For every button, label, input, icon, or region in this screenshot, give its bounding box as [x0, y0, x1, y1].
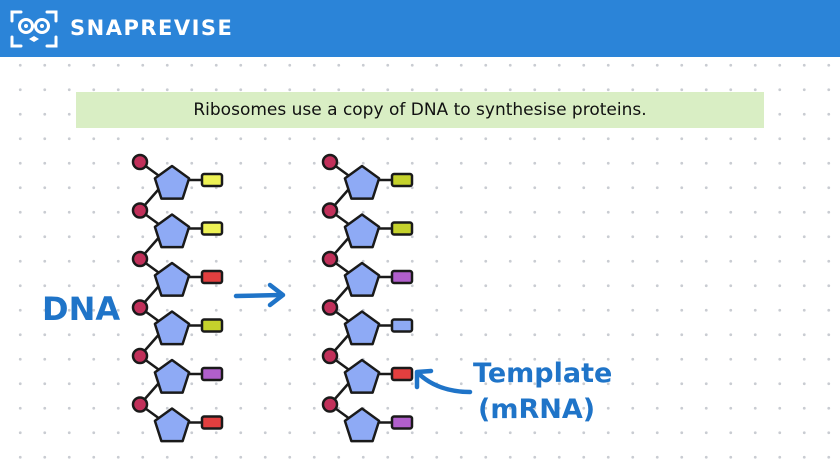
dna-phosphate	[131, 347, 149, 365]
template-nucleotide	[321, 347, 414, 406]
template-nucleotide	[321, 299, 414, 358]
mrna-label: (mRNA)	[478, 394, 595, 425]
dna-phosphate	[131, 202, 149, 219]
dna-nucleotide	[131, 396, 224, 443]
dna-base-yellow	[200, 221, 224, 236]
template-sugar	[343, 261, 381, 297]
header-bar: SNAPREVISE	[0, 0, 840, 57]
template-base-red	[390, 366, 414, 382]
template-phosphate	[321, 250, 339, 268]
template-nucleotide	[321, 153, 414, 212]
dna-strand	[131, 153, 224, 443]
template-nucleotide	[321, 250, 414, 309]
template-sugar	[343, 213, 381, 249]
template-phosphate	[321, 202, 339, 219]
dna-phosphate	[131, 299, 149, 316]
template-base-olive	[390, 172, 414, 188]
template-base-olive	[390, 221, 414, 236]
template-phosphate	[321, 396, 339, 413]
dna-sugar	[153, 310, 191, 346]
template-sugar	[343, 407, 381, 443]
caption-text: Ribosomes use a copy of DNA to synthesis…	[193, 100, 647, 120]
dna-phosphate	[131, 250, 149, 268]
template-sugar	[343, 358, 381, 394]
template-sugar	[343, 164, 381, 200]
template-nucleotide	[321, 396, 414, 443]
dna-label: DNA	[42, 290, 120, 328]
template-phosphate	[321, 299, 339, 316]
template-base-purple	[390, 269, 414, 285]
template-base-blue	[390, 318, 414, 333]
caption-banner: Ribosomes use a copy of DNA to synthesis…	[76, 92, 764, 128]
dna-base-purple	[200, 366, 224, 382]
dna-base-yellow	[200, 172, 224, 188]
template-sugar	[343, 310, 381, 346]
dna-base-olive	[200, 318, 224, 333]
dna-sugar	[153, 213, 191, 249]
template-nucleotide	[321, 202, 414, 261]
dna-sugar	[153, 407, 191, 443]
dna-nucleotide	[131, 347, 224, 406]
dna-base-red	[200, 269, 224, 285]
template-base-purple	[390, 415, 414, 430]
brand-name: SNAPREVISE	[70, 16, 234, 40]
dna-sugar	[153, 358, 191, 394]
dna-phosphate	[131, 396, 149, 413]
template-phosphate	[321, 153, 339, 171]
owl-glasses-logo-icon	[10, 10, 58, 48]
dna-nucleotide	[131, 250, 224, 309]
dna-nucleotide	[131, 153, 224, 212]
dna-nucleotide	[131, 299, 224, 358]
template-phosphate	[321, 347, 339, 365]
arrow-right-icon	[233, 282, 286, 308]
dna-base-red	[200, 415, 224, 430]
dna-phosphate	[131, 153, 149, 171]
dna-sugar	[153, 164, 191, 200]
curved-arrow-icon	[414, 368, 473, 395]
template-strand	[321, 153, 414, 443]
dna-sugar	[153, 261, 191, 297]
template-label: Template	[473, 358, 612, 389]
dna-nucleotide	[131, 202, 224, 261]
